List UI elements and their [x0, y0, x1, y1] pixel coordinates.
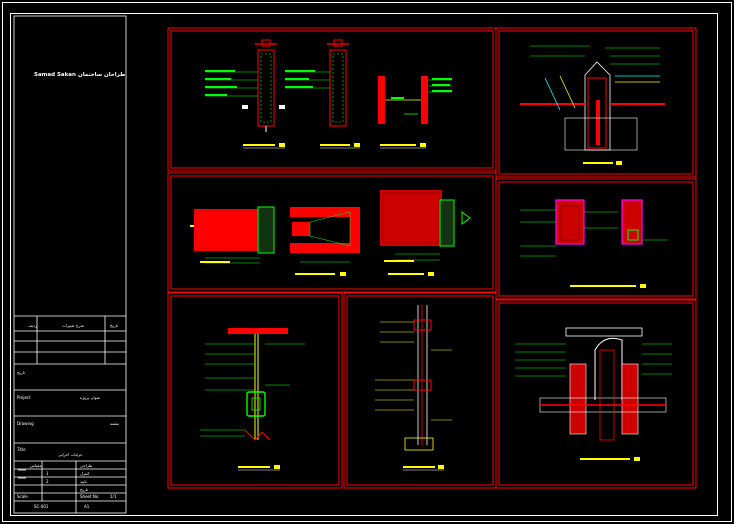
grid-row-1-right: طراحی [80, 463, 93, 468]
title-block [13, 15, 127, 514]
date-label: تاریخ [17, 370, 25, 375]
sheet-value: 1/1 [110, 494, 117, 499]
detail-horizontal-sections [190, 190, 471, 276]
detail-post [200, 328, 305, 471]
grid-row-3-left: 2 [46, 479, 49, 484]
detail-mullion [375, 305, 452, 471]
scale-label: Scale [17, 494, 28, 499]
detail-opening-section [515, 327, 672, 461]
footer-sheet: A1 [84, 504, 90, 509]
detail-masonry-walls [205, 39, 452, 149]
grid-row-1-left: مقیاس [30, 463, 42, 468]
revision-desc-header: شرح تغییرات [62, 323, 84, 328]
detail-parapet [520, 45, 665, 165]
project-label: Project [17, 395, 31, 400]
grid-row-2-right: کنترل [80, 471, 90, 476]
footer-code: SC-001 [34, 504, 49, 509]
company-name-fa: طراحان ساختمان [78, 72, 126, 78]
drawing-label-fa: نقشه [110, 421, 119, 426]
drawing-label: Drawing [17, 421, 34, 426]
revision-date-header: تاریخ [110, 323, 118, 328]
title-label-fa: جزئیات اجرایی [58, 452, 83, 457]
grid-row-4-right: تاریخ [80, 487, 88, 492]
title-label: Title [17, 447, 26, 452]
grid-row-2-left: 1 [46, 471, 49, 476]
detail-window-jamb [520, 199, 668, 288]
detail-frames [167, 27, 697, 489]
company-name: Samad Sakan [34, 72, 76, 78]
project-label-fa: عنوان پروژه [80, 395, 101, 400]
sheet-no-label: Sheet No [80, 494, 99, 499]
revision-no-header: ردیف [28, 323, 37, 328]
grid-row-3-right: تایید [80, 479, 87, 484]
inner-border [10, 13, 718, 516]
